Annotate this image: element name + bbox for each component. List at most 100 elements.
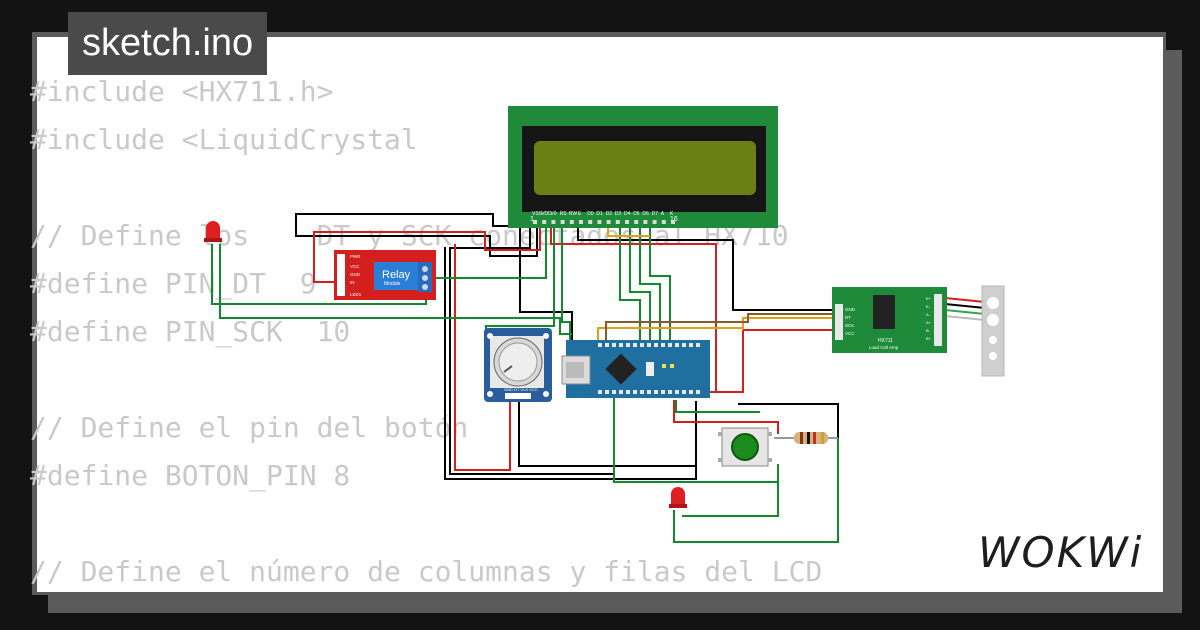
nano-pin[interactable]	[640, 343, 644, 347]
button-cap[interactable]	[731, 433, 759, 461]
nano-pin[interactable]	[612, 343, 616, 347]
nano-pin[interactable]	[689, 390, 693, 394]
knob-indicator	[503, 365, 513, 373]
push-button[interactable]	[718, 427, 772, 467]
hx711-pin-label: B-	[926, 328, 931, 333]
button-leg	[718, 432, 722, 436]
lcd-pin-label: D1	[596, 211, 603, 217]
nano-pin[interactable]	[605, 390, 609, 394]
code-line: // Define el número de columnas y filas …	[30, 555, 823, 588]
hx711-pin-label: B+	[926, 336, 932, 341]
lcd-pin[interactable]	[579, 220, 583, 224]
nano-pin[interactable]	[598, 343, 602, 347]
led-red-bottom[interactable]	[669, 487, 687, 508]
resistor-band	[813, 432, 816, 444]
lcd-pin[interactable]	[625, 220, 629, 224]
lcd-pin[interactable]	[671, 220, 675, 224]
nano-pin[interactable]	[682, 390, 686, 394]
hx711-module[interactable]	[832, 287, 947, 353]
relay-sublabel: Module	[384, 281, 401, 287]
load-cell-body	[981, 285, 1005, 377]
arduino-nano[interactable]	[561, 340, 710, 398]
lcd-pin-label: V0	[550, 211, 556, 217]
nano-pin[interactable]	[647, 343, 651, 347]
lcd-pin[interactable]	[560, 220, 565, 224]
file-title-tab: sketch.ino	[68, 12, 268, 75]
usb-port-inner	[566, 362, 584, 378]
lcd-pin[interactable]	[634, 220, 639, 224]
led-red-left[interactable]	[204, 221, 222, 242]
nano-pin[interactable]	[689, 343, 693, 347]
hx711-pin-label: DT	[845, 315, 851, 320]
relay-pin-label: LED1	[350, 292, 362, 297]
lcd-pin[interactable]	[615, 220, 620, 224]
nano-pin[interactable]	[661, 390, 665, 394]
hx711-chip	[873, 295, 895, 329]
nano-pin[interactable]	[668, 390, 672, 394]
nano-pin[interactable]	[605, 343, 609, 347]
nano-pin[interactable]	[626, 343, 630, 347]
hx711-pin-label: A-	[926, 312, 931, 317]
nano-pin[interactable]	[633, 343, 637, 347]
button-leg	[768, 458, 772, 462]
nano-pin[interactable]	[696, 343, 700, 347]
relay-body	[374, 262, 418, 290]
lcd-pin-label: D2	[606, 211, 613, 217]
lcd-pin-last: 16	[670, 216, 678, 223]
hx711-pin-label: SCK	[845, 323, 854, 328]
lcd-pin-label: A	[661, 211, 665, 217]
crystal	[646, 362, 654, 376]
lcd-pin-label: RS	[560, 211, 568, 217]
nano-pin[interactable]	[661, 343, 665, 347]
nano-pin[interactable]	[612, 390, 616, 394]
resistor-band	[800, 432, 803, 444]
rotary-encoder[interactable]	[484, 328, 552, 402]
button-leg	[718, 458, 722, 462]
hx711-pin-label: E-	[926, 304, 931, 309]
resistor[interactable]	[774, 432, 838, 444]
code-line: #define BOTON_PIN 8	[30, 459, 351, 492]
nano-pin[interactable]	[675, 390, 679, 394]
nano-pin[interactable]	[682, 343, 686, 347]
lcd-pin[interactable]	[652, 220, 657, 224]
relay-pin-header	[337, 254, 345, 296]
lcd-pin[interactable]	[588, 220, 593, 224]
lcd-pin[interactable]	[606, 220, 611, 224]
nano-pin[interactable]	[675, 343, 679, 347]
lcd-pin[interactable]	[542, 220, 547, 224]
terminal-screw	[422, 284, 428, 290]
lcd-pin-label: VSS	[532, 211, 543, 217]
load-cell-hole	[987, 314, 999, 326]
wires	[211, 213, 986, 543]
nano-pin[interactable]	[654, 390, 658, 394]
load-cell-hole	[989, 336, 997, 344]
nano-pin[interactable]	[619, 390, 623, 394]
lcd-pin[interactable]	[533, 220, 537, 224]
nano-pin[interactable]	[668, 343, 672, 347]
encoder-knob-cap	[498, 342, 538, 382]
lcd-display[interactable]	[508, 106, 778, 228]
mount-hole	[543, 391, 549, 397]
load-cell[interactable]	[981, 285, 1005, 377]
nano-pin[interactable]	[696, 390, 700, 394]
lcd-pin[interactable]	[597, 220, 602, 224]
resistor-band	[821, 432, 824, 444]
nano-pin[interactable]	[654, 343, 658, 347]
nano-pin[interactable]	[640, 390, 644, 394]
nano-pin[interactable]	[647, 390, 651, 394]
lcd-pin[interactable]	[551, 220, 556, 224]
lcd-pin[interactable]	[643, 220, 648, 224]
lcd-pin-label: D3	[615, 211, 622, 217]
hx711-pin-header-right	[934, 294, 942, 346]
lcd-pin[interactable]	[569, 220, 574, 224]
hx711-label: HX711	[878, 338, 893, 344]
load-cell-hole	[989, 352, 997, 360]
nano-pin[interactable]	[619, 343, 623, 347]
hx711-pin-label: E+	[926, 296, 932, 301]
nano-pin[interactable]	[626, 390, 630, 394]
nano-pin[interactable]	[598, 390, 602, 394]
relay-module[interactable]	[334, 250, 436, 300]
lcd-pin[interactable]	[661, 220, 666, 224]
nano-pin[interactable]	[633, 390, 637, 394]
